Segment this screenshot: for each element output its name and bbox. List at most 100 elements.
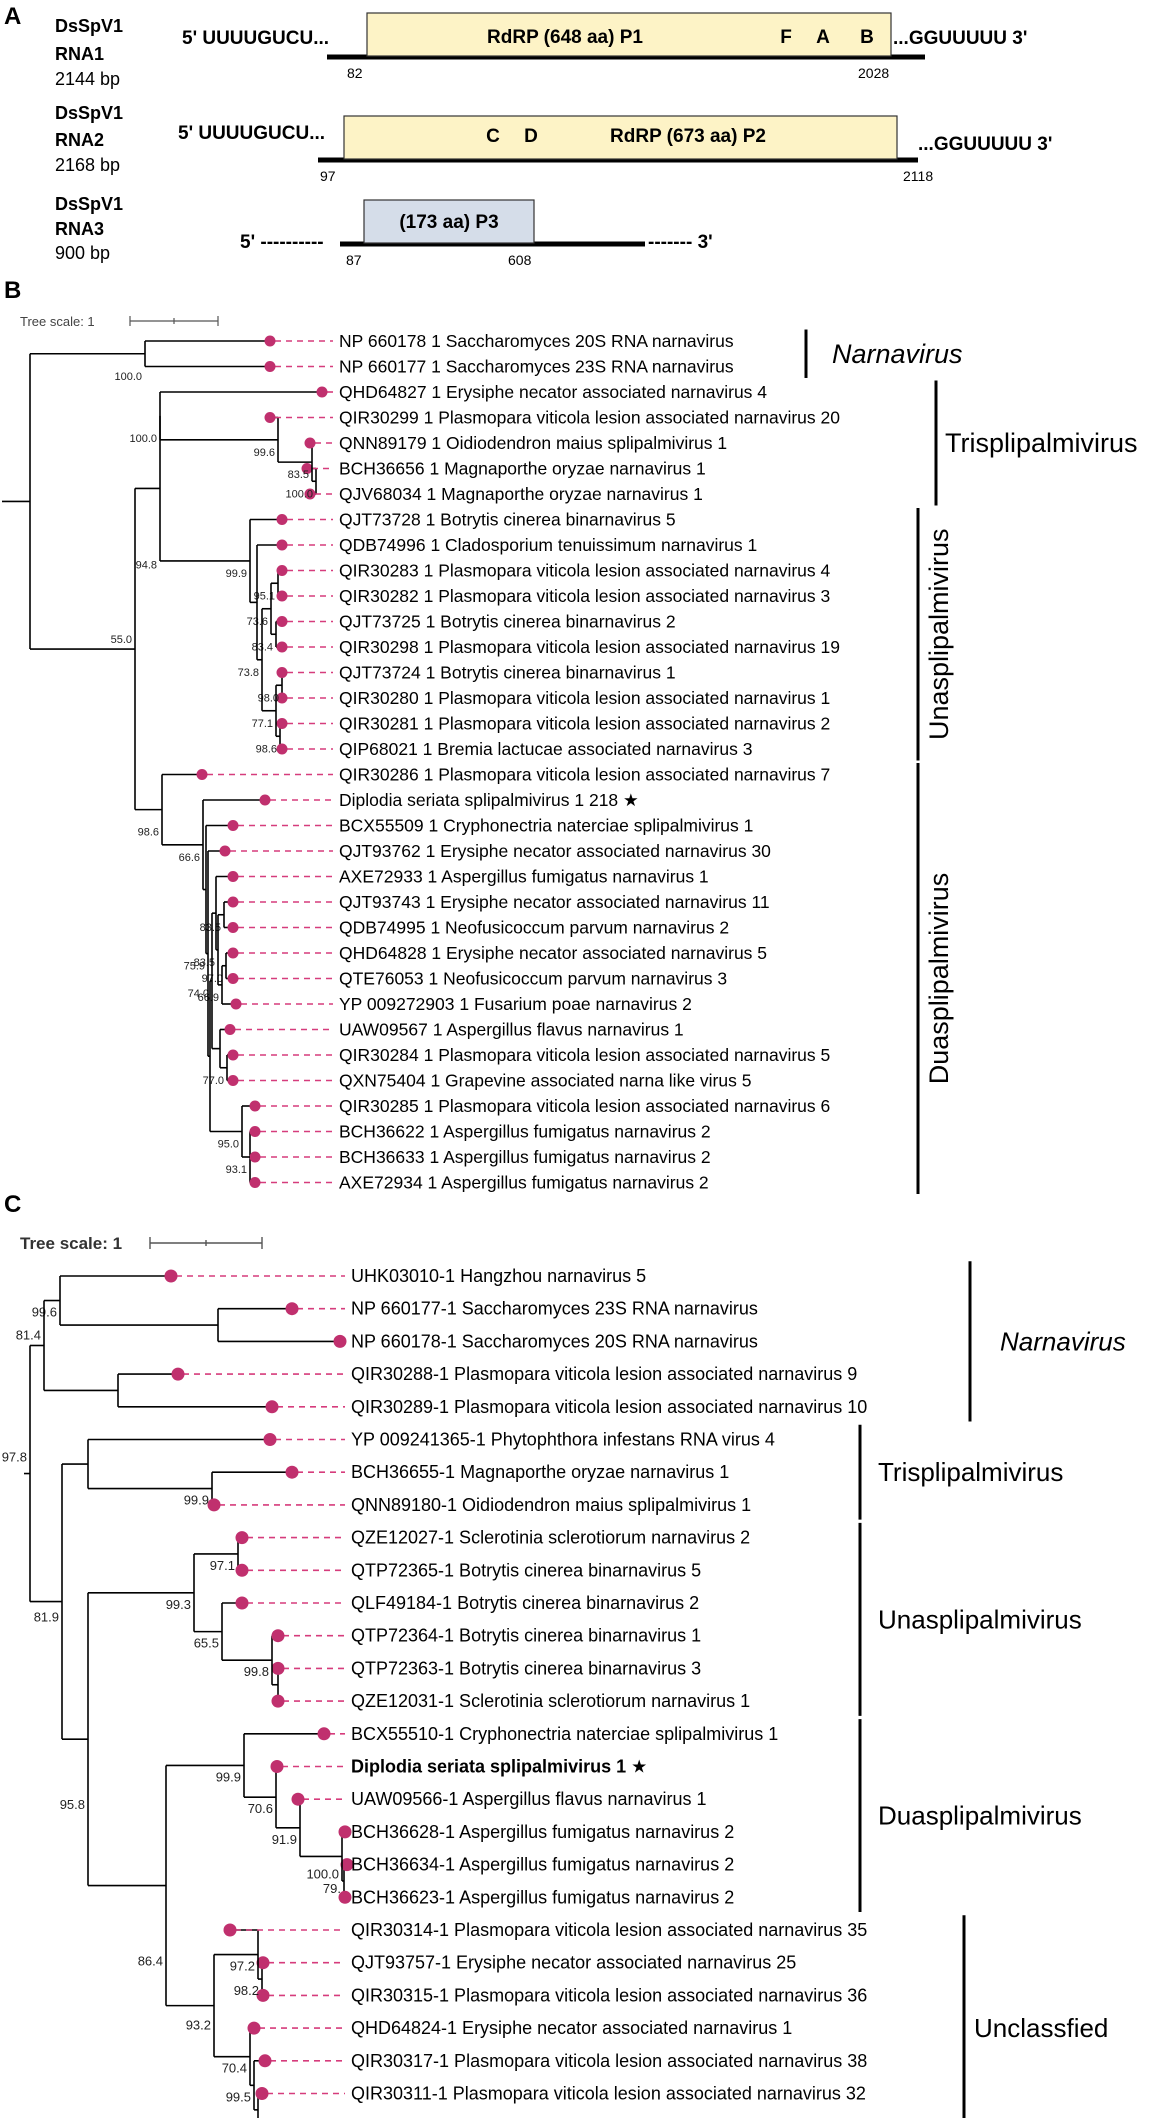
tree-leaf-label: QTP72363-1 Botrytis cinerea binarnavirus…	[351, 1658, 701, 1678]
tree-leaf-label: QNN89179 1 Oidiodendron maius splipalmiv…	[339, 433, 727, 453]
bootstrap-label: 95.0	[218, 1139, 239, 1151]
tree-tip-dot	[276, 590, 288, 602]
tree-leaf-label: QTP72364-1 Botrytis cinerea binarnavirus…	[351, 1626, 701, 1646]
tree-tip-dot	[164, 1269, 178, 1283]
rna3-orf-label: (173 aa) P3	[399, 212, 498, 233]
clade-label: Narnavirus	[832, 339, 963, 369]
tree-leaf-label: QIR30281 1 Plasmopara viticola lesion as…	[339, 714, 830, 734]
bootstrap-label: 93.1	[226, 1164, 247, 1176]
bootstrap-label: 99.3	[166, 1597, 191, 1612]
tree-leaf-label: QZE12027-1 Sclerotinia sclerotiorum narn…	[351, 1528, 750, 1548]
tree-leaf-label: QIR30289-1 Plasmopara viticola lesion as…	[351, 1397, 867, 1417]
bootstrap-label: 100.0	[114, 371, 142, 383]
rna1-motif-b: B	[860, 27, 874, 48]
rna1-five-prime: 5' UUUUGUCU...	[182, 28, 329, 49]
panel-c-tree: 99.681.499.997.199.865.599.379.100.091.9…	[2, 1261, 1126, 2118]
tree-tip-dot	[196, 769, 208, 780]
tree-leaf-label: QTP72365-1 Botrytis cinerea binarnavirus…	[351, 1560, 701, 1580]
tree-leaf-label: BCX55509 1 Cryphonectria naterciae splip…	[339, 816, 753, 836]
tree-tip-dot	[276, 667, 288, 678]
tree-leaf-label: QJT93743 1 Erysiphe necator associated n…	[339, 892, 770, 912]
panel-c-tree-scale: Tree scale: 1	[20, 1234, 122, 1253]
tree-tip-dot	[301, 463, 313, 474]
tree-tip-dot	[285, 1302, 299, 1316]
tree-leaf-label: QHD64824-1 Erysiphe necator associated n…	[351, 2018, 792, 2038]
tree-leaf-label: QJT73725 1 Botrytis cinerea binarnavirus…	[339, 612, 676, 632]
bootstrap-label: 83.5	[194, 957, 215, 969]
tree-leaf-label: BCH36623-1 Aspergillus fumigatus narnavi…	[351, 1887, 734, 1907]
panel-a: A DsSpV1 RNA1 2144 bp 5' UUUUGUCU... RdR…	[4, 3, 1052, 268]
tree-leaf-label: UHK03010-1 Hangzhou narnavirus 5	[351, 1266, 646, 1286]
tree-leaf-label: NP 660178 1 Saccharomyces 20S RNA narnav…	[339, 331, 734, 351]
tree-tip-dot	[235, 1531, 249, 1545]
rna2-motif-d: D	[524, 126, 538, 147]
rna2-three-prime: ...GGUUUUU 3'	[918, 134, 1052, 155]
rna3-virus-name: DsSpV1	[55, 194, 123, 214]
rna1-segment: DsSpV1 RNA1 2144 bp 5' UUUUGUCU... RdRP …	[55, 12, 1027, 89]
tree-tip-dot	[258, 2054, 272, 2068]
panel-a-letter: A	[4, 3, 21, 30]
bootstrap-label: 100.0	[306, 1866, 339, 1881]
tree-leaf-label: QDB74996 1 Cladosporium tenuissimum narn…	[339, 535, 757, 555]
tree-leaf-label: QZE12031-1 Sclerotinia sclerotiorum narn…	[351, 1691, 750, 1711]
rna1-end-pos: 2028	[858, 65, 889, 81]
tree-tip-dot	[249, 1177, 261, 1188]
bootstrap-label: 98.0	[258, 692, 279, 704]
bootstrap-label: 73.8	[238, 667, 259, 679]
panel-b-scale-bar	[129, 316, 219, 326]
bootstrap-label: 99.9	[184, 1493, 209, 1508]
tree-leaf-label: QXN75404 1 Grapevine associated narna li…	[339, 1071, 751, 1091]
clade-label: Unasplipalmivirus	[924, 528, 954, 740]
tree-tip-dot	[276, 692, 288, 704]
rna3-name: RNA3	[55, 219, 104, 239]
tree-tip-dot	[256, 1988, 270, 2002]
tree-leaf-label: BCH36633 1 Aspergillus fumigatus narnavi…	[339, 1147, 711, 1167]
tree-tip-dot	[247, 2021, 261, 2035]
clade-label: Narnavirus	[1000, 1326, 1126, 1356]
tree-tip-dot	[235, 1596, 249, 1610]
tree-tip-dot	[227, 922, 239, 933]
tree-tip-dot	[235, 1563, 249, 1577]
tree-leaf-label: QLF49184-1 Botrytis cinerea binarnavirus…	[351, 1593, 699, 1613]
bootstrap-label: 83.5	[288, 469, 309, 481]
tree-tip-dot	[270, 1760, 284, 1773]
clade-label: Unclassfied	[974, 2013, 1108, 2043]
tree-tip-dot	[276, 565, 288, 576]
tree-tip-dot	[265, 1400, 279, 1414]
bootstrap-label: 97.1	[210, 1558, 235, 1573]
tree-leaf-label: QIR30317-1 Plasmopara viticola lesion as…	[351, 2051, 867, 2071]
tree-tip-dot	[171, 1367, 185, 1381]
bootstrap-label: 99.8	[244, 1664, 269, 1679]
bootstrap-label: 70.6	[248, 1801, 273, 1816]
bootstrap-label: 99.6	[254, 447, 275, 459]
rna1-size: 2144 bp	[55, 69, 120, 89]
rna1-motif-a: A	[816, 27, 830, 48]
tree-tip-dot	[230, 998, 242, 1010]
bootstrap-label: 98.6	[256, 743, 277, 755]
rna2-orf-label: RdRP (673 aa) P2	[610, 126, 766, 147]
rna3-end-pos: 608	[508, 252, 532, 268]
tree-tip-dot	[264, 335, 276, 347]
tree-tip-dot	[227, 896, 239, 908]
rna3-orf-box	[363, 199, 535, 244]
tree-tip-dot	[249, 1126, 261, 1137]
rna2-name: RNA2	[55, 130, 104, 150]
tree-leaf-label: QJT93762 1 Erysiphe necator associated n…	[339, 841, 771, 861]
bootstrap-label: 81.9	[34, 1610, 59, 1625]
tree-tip-dot	[227, 820, 239, 831]
panel-b-letter: B	[4, 277, 21, 304]
bootstrap-label: 66.6	[179, 852, 200, 864]
tree-tip-dot	[304, 437, 316, 449]
tree-leaf-label: BCH36655-1 Magnaporthe oryzae narnavirus…	[351, 1462, 729, 1482]
rna3-five-prime: 5' ----------	[240, 232, 324, 253]
rna1-orf-label: RdRP (648 aa) P1	[487, 27, 643, 48]
tree-tip-dot	[227, 947, 239, 959]
tree-leaf-label: NP 660177-1 Saccharomyces 23S RNA narnav…	[351, 1299, 758, 1319]
tree-tip-dot	[227, 1049, 239, 1061]
clade-label: Duasplipalmivirus	[924, 873, 954, 1085]
tree-leaf-label: QJT73724 1 Botrytis cinerea binarnavirus…	[339, 663, 676, 683]
tree-tip-dot	[276, 718, 288, 729]
clade-label: Unasplipalmivirus	[878, 1604, 1082, 1634]
rna3-start-pos: 87	[346, 252, 362, 268]
tree-leaf-label: AXE72934 1 Aspergillus fumigatus narnavi…	[339, 1173, 709, 1193]
